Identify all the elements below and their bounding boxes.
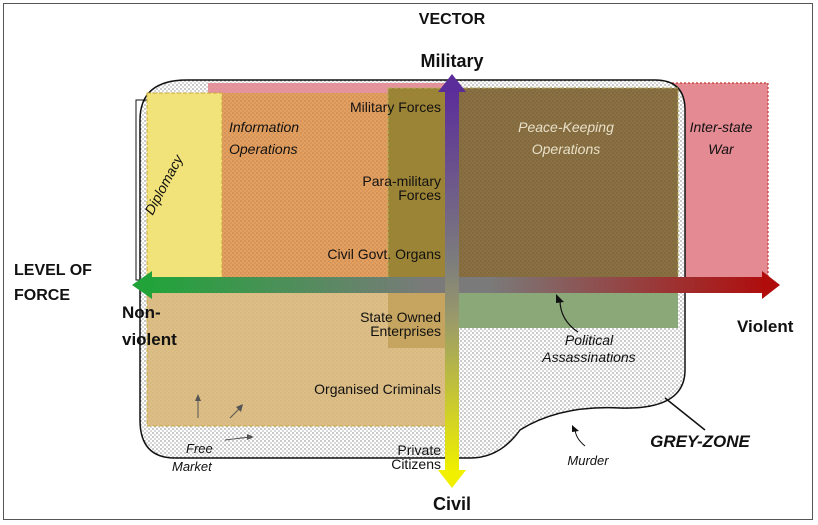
peace-keeping-texture xyxy=(458,88,678,278)
axis-title-line2: FORCE xyxy=(14,287,70,304)
free-market-arrow-diag xyxy=(229,407,241,419)
political-pointer xyxy=(559,299,579,333)
label-soe-2: Enterprises xyxy=(370,323,441,339)
label-peacekeeping-1: Peace-Keeping xyxy=(518,119,614,135)
inter-state-war-overlap xyxy=(208,83,458,93)
axis-label-nonviolent-2: violent xyxy=(122,330,177,349)
violent-arrowhead xyxy=(762,271,780,299)
nonviolent-arrowhead xyxy=(132,271,152,299)
label-peacekeeping-2: Operations xyxy=(532,141,600,157)
civil-arrowhead xyxy=(438,470,466,488)
label-organised-criminals: Organised Criminals xyxy=(314,381,441,397)
axis-label-civil: Civil xyxy=(433,494,471,514)
label-soe-1: State Owned xyxy=(360,309,441,325)
label-paramilitary-1: Para-military xyxy=(362,173,441,189)
axis-label-military: Military xyxy=(420,51,483,71)
label-murder: Murder xyxy=(567,453,609,468)
axis-label-violent: Violent xyxy=(737,317,794,336)
free-market-arrow-right xyxy=(224,436,251,441)
label-private-2: Citizens xyxy=(391,456,441,472)
title: VECTOR xyxy=(419,11,486,28)
axis-title-line1: LEVEL OF xyxy=(14,262,92,279)
label-interstate-1: Inter-state xyxy=(690,119,753,135)
label-interstate-2: War xyxy=(708,141,735,157)
label-info-ops-1: Information xyxy=(229,119,299,135)
label-private-1: Private xyxy=(397,442,441,458)
axis-label-nonviolent-1: Non- xyxy=(122,303,161,322)
label-political-2: Assassinations xyxy=(541,349,635,365)
label-civil-govt: Civil Govt. Organs xyxy=(327,246,441,262)
label-military-forces: Military Forces xyxy=(350,99,441,115)
military-arrowhead xyxy=(438,74,466,92)
label-free-market-2: Market xyxy=(172,459,213,474)
vector-axis xyxy=(445,90,459,472)
label-info-ops-2: Operations xyxy=(229,141,297,157)
grey-zone-pointer xyxy=(664,397,706,431)
label-paramilitary-2: Forces xyxy=(398,187,441,203)
diagram-frame xyxy=(3,3,813,520)
label-grey-zone: GREY-ZONE xyxy=(650,432,750,451)
label-free-market-1: Free xyxy=(186,441,213,456)
label-political-1: Political xyxy=(565,332,614,348)
